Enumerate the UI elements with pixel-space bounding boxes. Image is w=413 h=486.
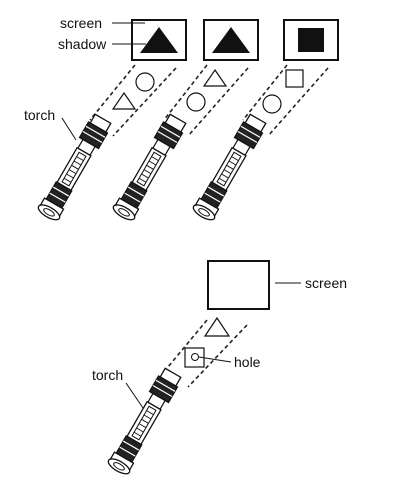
torch-bottom — [105, 366, 185, 478]
beam-edge — [267, 67, 329, 137]
beam-square-3 — [285, 69, 304, 88]
torch-2 — [110, 112, 190, 224]
torch-1 — [35, 112, 115, 224]
leader-hole — [198, 356, 232, 363]
label-screen-top: screen — [60, 15, 102, 31]
panel-2 — [110, 19, 259, 224]
shadow-triangle-1 — [140, 27, 178, 53]
screen-bottom — [207, 260, 270, 310]
beam-edge — [163, 64, 208, 121]
leader-torch-top — [61, 117, 77, 141]
beam-circle-1 — [135, 72, 155, 92]
panel-1 — [35, 19, 187, 224]
screen-1 — [131, 19, 187, 61]
beam-edge — [162, 319, 208, 374]
leader-torch-bottom — [125, 382, 144, 409]
beam-edge — [112, 67, 177, 137]
panel-3 — [190, 19, 339, 224]
beam-triangle-1 — [111, 91, 137, 110]
beam-edge — [187, 324, 248, 388]
label-torch-top: torch — [24, 107, 55, 123]
label-torch-bottom: torch — [92, 367, 123, 383]
beam-triangle-bottom — [203, 316, 231, 337]
beam-circle-2 — [186, 92, 206, 112]
beam-edge — [89, 64, 136, 121]
torch-3 — [190, 112, 270, 224]
beam-edge — [242, 64, 288, 121]
beam-edge — [187, 67, 249, 137]
bottom-panel — [105, 260, 270, 478]
shadow-square-3 — [298, 28, 324, 52]
label-hole: hole — [234, 354, 261, 370]
hole-circle — [191, 353, 199, 361]
shadow-triangle-2 — [212, 27, 250, 53]
label-screen-bottom: screen — [305, 275, 347, 291]
beam-circle-3 — [262, 94, 282, 114]
label-shadow: shadow — [58, 36, 107, 52]
beam-triangle-2 — [202, 68, 228, 87]
